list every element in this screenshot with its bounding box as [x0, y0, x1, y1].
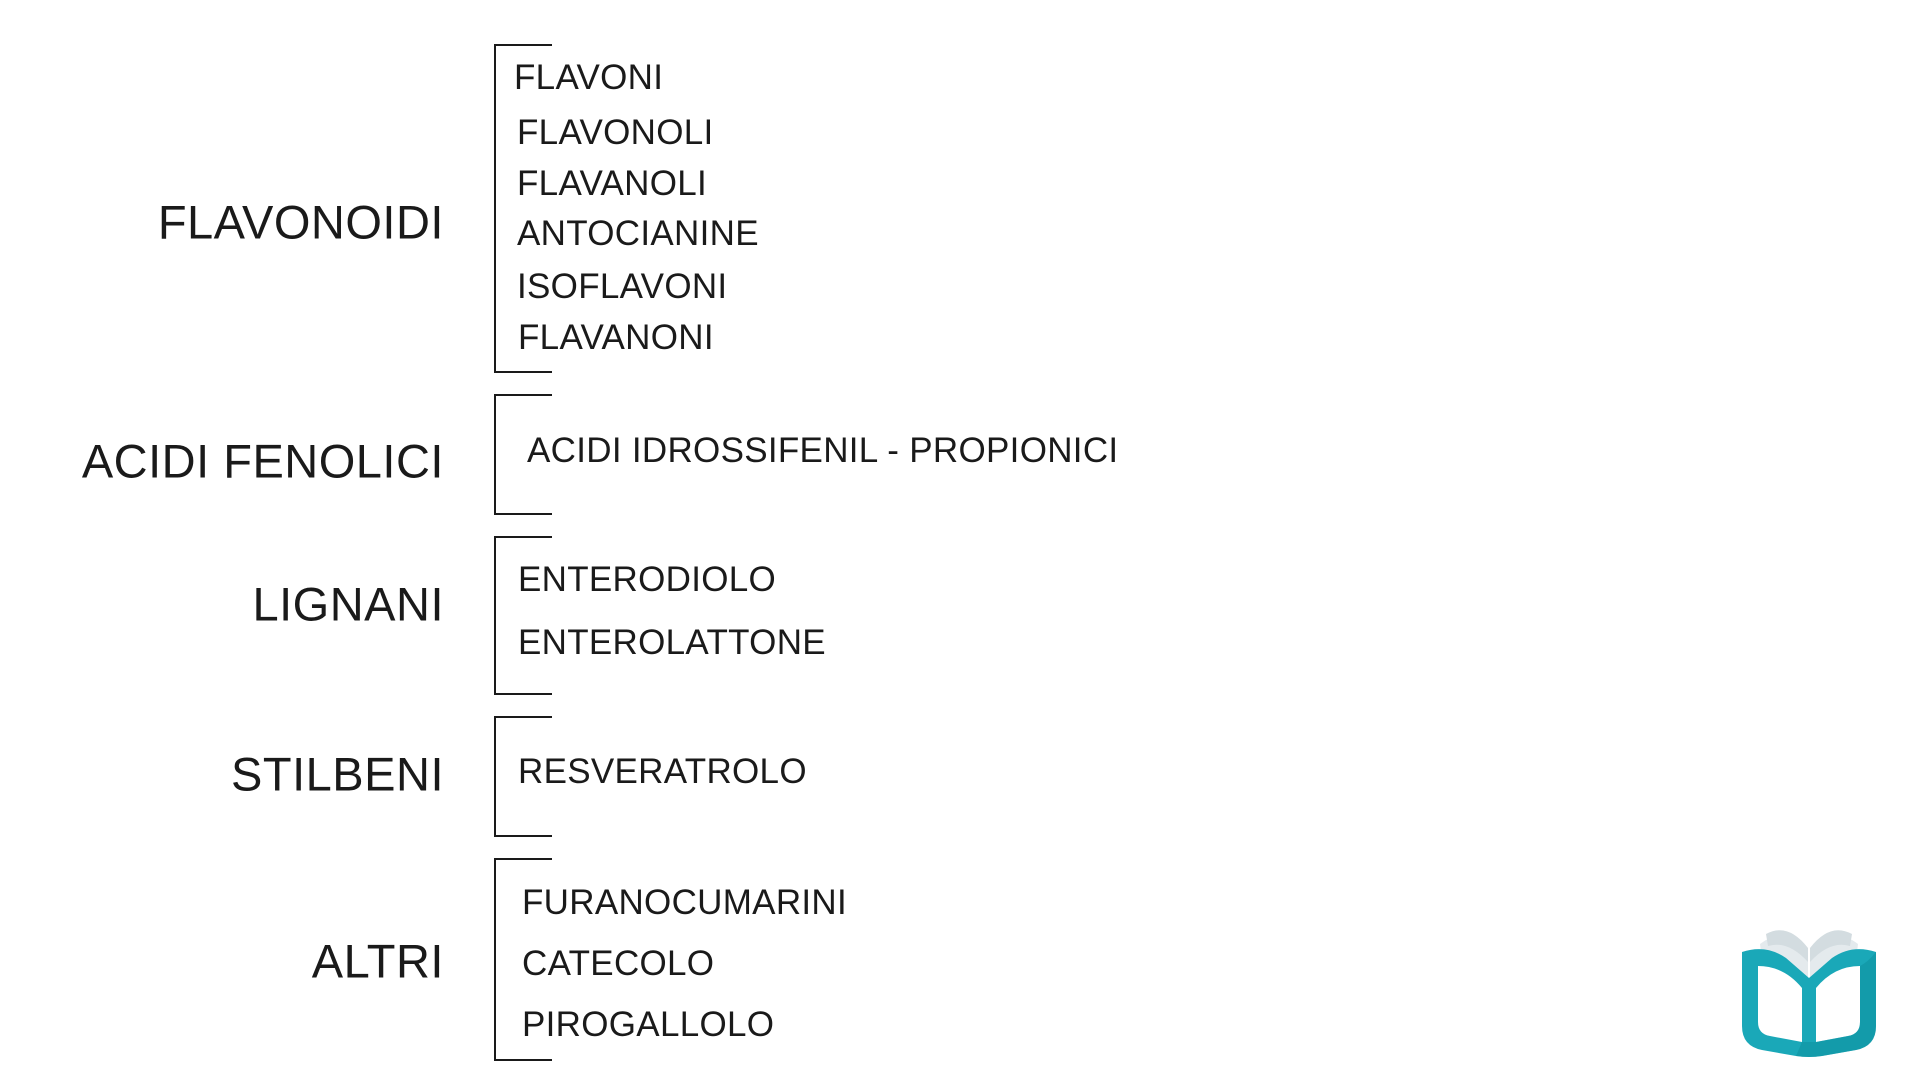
bracket-acidi-fenolici — [494, 394, 552, 515]
open-book-icon — [1736, 922, 1882, 1058]
item-flavonoli: FLAVONOLI — [517, 113, 714, 152]
item-enterodiolo: ENTERODIOLO — [518, 560, 777, 599]
bracket-lignani — [494, 536, 552, 695]
item-enterolattone: ENTEROLATTONE — [518, 623, 826, 662]
item-pirogallolo: PIROGALLOLO — [522, 1005, 775, 1044]
category-flavonoidi: FLAVONOIDI — [157, 195, 444, 249]
category-lignani: LIGNANI — [252, 577, 444, 631]
bracket-altri — [494, 858, 552, 1061]
item-flavoni: FLAVONI — [514, 58, 664, 97]
bracket-flavonoidi — [494, 44, 552, 373]
item-antocianine: ANTOCIANINE — [517, 214, 759, 253]
item-catecolo: CATECOLO — [522, 944, 715, 983]
bracket-stilbeni — [494, 716, 552, 837]
category-acidi-fenolici: ACIDI FENOLICI — [81, 434, 444, 488]
item-resveratrolo: RESVERATROLO — [518, 752, 807, 791]
item-flavanoni: FLAVANONI — [518, 318, 714, 357]
item-acidi-idrossifenil-propionici: ACIDI IDROSSIFENIL - PROPIONICI — [527, 431, 1119, 470]
item-flavanoli: FLAVANOLI — [517, 164, 708, 203]
category-altri: ALTRI — [311, 934, 444, 988]
item-furanocumarini: FURANOCUMARINI — [522, 883, 848, 922]
item-isoflavoni: ISOFLAVONI — [517, 267, 728, 306]
category-stilbeni: STILBENI — [231, 747, 444, 801]
